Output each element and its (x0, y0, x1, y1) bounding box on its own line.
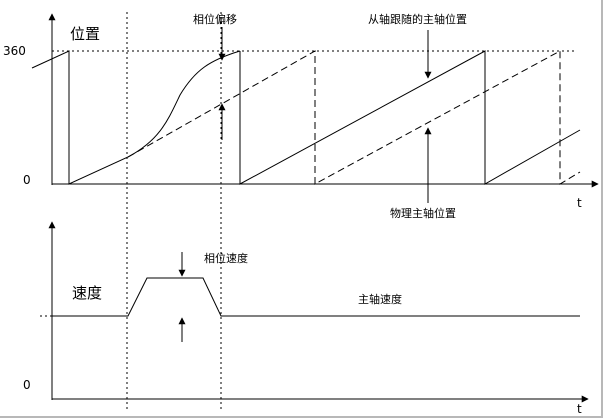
top-y-title: 位置 (70, 25, 100, 43)
phase-offset-label: 相位偏移 (193, 12, 237, 26)
bottom-y-title: 速度 (72, 284, 102, 302)
physical-master-position-label: 物理主轴位置 (390, 206, 456, 220)
follower-position-line (31, 50, 129, 185)
phase-velocity-label: 相位速度 (204, 251, 248, 265)
physical-master-position-line (127, 50, 581, 185)
top-x-axis-label: t (577, 196, 582, 210)
top-y-tick-zero: 0 (23, 173, 31, 187)
bottom-x-axis-label: t (577, 402, 582, 416)
follower-phase-shift-curve (127, 50, 241, 158)
bottom-y-tick-zero: 0 (23, 378, 31, 392)
follower-position-line-2 (239, 50, 581, 185)
follower-position-label: 从轴跟随的主轴位置 (368, 12, 467, 26)
top-y-tick-360: 360 (3, 44, 26, 58)
master-velocity-line (52, 277, 580, 317)
master-velocity-label: 主轴速度 (358, 292, 402, 306)
